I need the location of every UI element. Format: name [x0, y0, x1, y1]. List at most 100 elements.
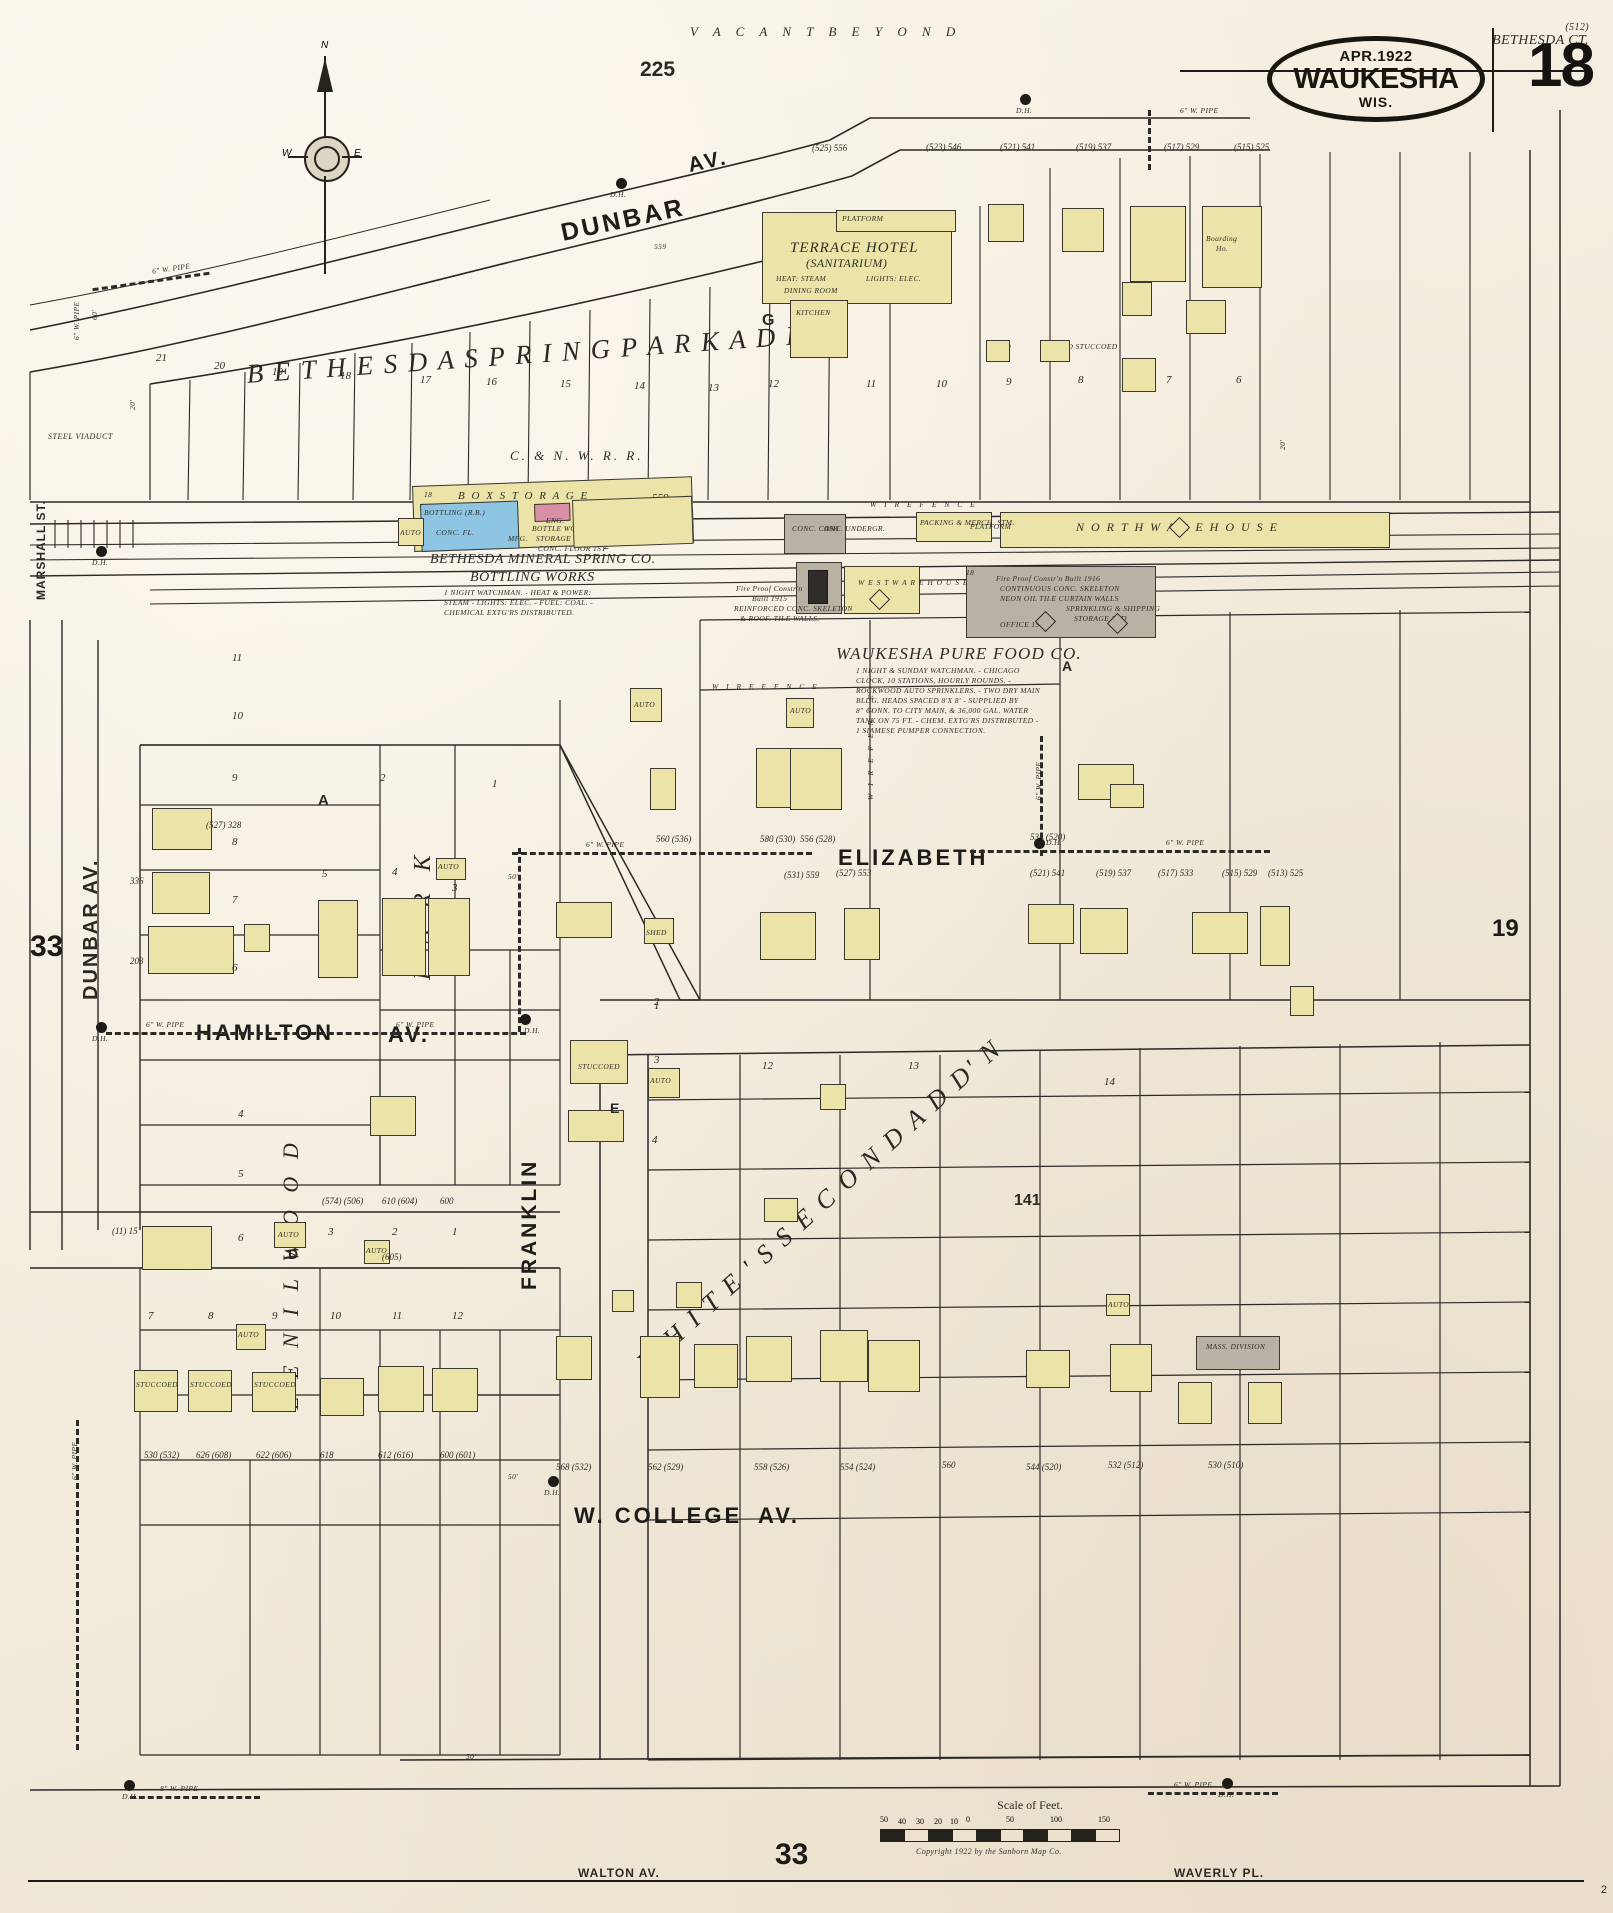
- address-college: 554 (524): [840, 1462, 876, 1472]
- lower-bldg-2: [612, 1290, 634, 1312]
- hydrant-icon: [1034, 838, 1045, 849]
- park-mark-a: A: [318, 792, 329, 809]
- pure-food-note-2: CLOCK, 10 STATIONS, HOURLY ROUNDS. -: [856, 676, 1012, 685]
- address-college: 622 (606): [256, 1450, 292, 1460]
- hydrant-icon: [520, 1014, 531, 1025]
- franklin-bldg-1: [570, 1040, 628, 1084]
- publisher-oval: APR.1922 WAUKESHA WIS.: [1267, 36, 1485, 122]
- eenilwood-bldg-2: [370, 1096, 416, 1136]
- copyright-notice: Copyright 1922 by the Sanborn Map Co.: [916, 1847, 1062, 1856]
- park-lot-10: 10: [232, 710, 243, 722]
- address-block: (521) 541: [1000, 142, 1036, 152]
- yard-building-3: [756, 748, 792, 808]
- een-lot-1: 1: [452, 1226, 458, 1238]
- terrace-hotel-mark-g: G: [762, 312, 775, 329]
- water-pipe-label-5: 6" W. PIPE: [1166, 838, 1205, 847]
- viaduct-label: STEEL VIADUCT: [48, 432, 113, 441]
- lot-number: 12: [768, 378, 779, 390]
- address-elizabeth-n: 556 (528): [800, 834, 836, 844]
- water-pipe-label-3: 6" W. PIPE: [1180, 106, 1219, 115]
- address-block: (515) 525: [1234, 142, 1270, 152]
- hydrant-icon: [96, 1022, 107, 1033]
- een-lot-12: 12: [452, 1310, 463, 1322]
- shed-label: SHED: [646, 928, 667, 937]
- address-elizabeth-n: 580 (530): [760, 834, 796, 844]
- mass-division-building: [1196, 1336, 1280, 1370]
- street-label-dunbar-av-vertical: DUNBAR AV.: [80, 858, 102, 1001]
- stuccoed-label-2: STUCCOED: [136, 1380, 178, 1389]
- corner-key-alt: (512): [1565, 22, 1589, 33]
- yard-auto-label-2: AUTO: [790, 706, 812, 715]
- elizabeth-bldg-8: [1290, 986, 1314, 1016]
- address-hamilton: 600: [440, 1196, 454, 1206]
- scale-tick: 150: [1098, 1815, 1110, 1824]
- address-hamilton: (574) (506): [322, 1196, 364, 1206]
- bethesda-box-storage-label: B O X S T O R A G E: [458, 490, 590, 502]
- address-college: 530 (532): [144, 1450, 180, 1460]
- whites-lot-4: 4: [652, 1134, 658, 1146]
- een-lot-3: 3: [328, 1226, 334, 1238]
- whites-bldg-x: [820, 1084, 846, 1110]
- whites-lot-13: 13: [908, 1060, 919, 1072]
- dimension-50-2: 50': [508, 1472, 519, 1481]
- eenilwood-auto-3: [236, 1324, 266, 1350]
- yard-building-6: [1110, 784, 1144, 808]
- pure-food-dark-core: [808, 570, 828, 604]
- water-pipe-label-2: 6" W. PIPE: [72, 301, 81, 340]
- terrace-hotel-note-lights: LIGHTS: ELEC.: [866, 274, 922, 283]
- street-label-franklin: FRANKLIN: [518, 1158, 541, 1290]
- whites-lot-3: 3: [654, 1054, 660, 1066]
- hydrant-label: D.H.: [524, 1026, 541, 1035]
- dunbar-building-4: [1186, 300, 1226, 334]
- sheet-border-bottom: [28, 1880, 1584, 1882]
- dunbar-building-x: [1122, 358, 1156, 392]
- park-lot-5: 5: [322, 868, 328, 880]
- dimension-50-3: 50': [466, 1752, 477, 1761]
- address-hamilton: (605): [382, 1252, 402, 1262]
- elizabeth-shed: [644, 918, 674, 944]
- pure-food-north-warehouse: [1000, 512, 1390, 548]
- neighbor-sheet-left: 33: [30, 930, 64, 963]
- lot-number: 15: [560, 378, 571, 390]
- franklin-bldg-2: [568, 1110, 624, 1142]
- neighbor-sheet-bottom: 33: [775, 1838, 809, 1871]
- neighbor-sheet-top: 225: [640, 58, 676, 81]
- terrace-auto-stuccoed-label: 2 AUTO STUCCOED: [1046, 342, 1118, 351]
- bethesda-note-1: 1 NIGHT WATCHMAN. - HEAT & POWER:: [444, 588, 592, 597]
- eenilwood-bldg-1: [142, 1226, 212, 1270]
- page-corner-mark: 2: [1600, 1884, 1607, 1896]
- bethesda-conc-fl-label: CONC. FL.: [436, 528, 475, 537]
- bethesda-subtitle: BOTTLING WORKS: [470, 570, 595, 585]
- address-elizabeth-s: (521) 541: [1030, 868, 1066, 878]
- map-state: WIS.: [1358, 94, 1394, 110]
- pure-food-office-1st: OFFICE 1ST: [1000, 620, 1045, 629]
- scale-ticks: 50 40 30 20 10 0 50 100 150: [880, 1815, 1120, 1827]
- lot-number: 19: [272, 366, 283, 378]
- park-lot-4: 4: [392, 866, 398, 878]
- bethesda-bottling-label: BOTTLING (R.B.): [424, 508, 486, 517]
- elizabeth-bldg-3: [844, 908, 880, 960]
- water-pipe-line-11: [1148, 110, 1151, 170]
- scale-tick: 30: [916, 1817, 924, 1826]
- scale-bar: Scale of Feet. 50 40 30 20 10 0 50 100 1…: [880, 1798, 1120, 1856]
- een-lot-5: 5: [238, 1168, 244, 1180]
- address-college: 618: [320, 1450, 334, 1460]
- sheet-number: 18: [1528, 31, 1595, 100]
- bethesda-label-18: 18: [424, 490, 433, 499]
- yard-auto-building-1: [630, 688, 662, 722]
- eenilwood-auto-label-2: AUTO: [366, 1246, 388, 1255]
- west-warehouse-building: [844, 566, 920, 614]
- hydrant-label: D.H.: [610, 190, 627, 199]
- water-pipe-line-9: [130, 1796, 260, 1799]
- franklin-auto-bldg: [648, 1068, 680, 1098]
- compass-east-label: E: [354, 148, 361, 159]
- park-addr-336: 336: [130, 876, 144, 886]
- eenilwood-bldg-3: [134, 1370, 178, 1412]
- elizabeth-bldg-2: [760, 912, 816, 960]
- whites-lot-14: 14: [1104, 1076, 1115, 1088]
- lot-number: 7: [1166, 374, 1172, 386]
- lot-number: 8: [1078, 374, 1084, 386]
- hydrant-label: D.H.: [92, 1034, 109, 1043]
